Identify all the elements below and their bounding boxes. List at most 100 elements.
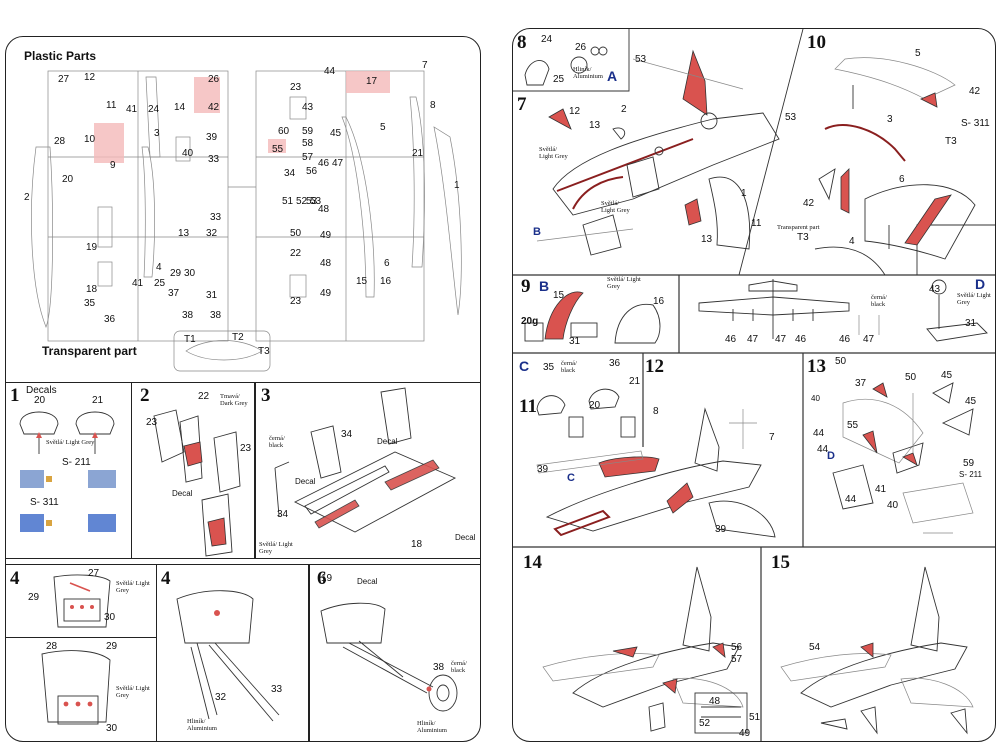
sprue-b-part-30: 15 bbox=[356, 276, 368, 287]
step-6-number: 6 bbox=[317, 568, 327, 589]
decals-label: Decals bbox=[26, 385, 57, 396]
part-39a: 39 bbox=[537, 464, 549, 475]
light-grey-label-3: Světlá/ Light Grey bbox=[259, 541, 293, 555]
part-29b: 29 bbox=[106, 641, 118, 652]
step-2-number: 2 bbox=[140, 385, 150, 406]
part-6: 6 bbox=[899, 174, 905, 185]
part-20: 20 bbox=[34, 395, 46, 406]
part-48: 48 bbox=[709, 696, 721, 707]
part-29: 29 bbox=[28, 592, 40, 603]
sprue-b-part-26: 1 bbox=[454, 180, 460, 191]
assembly-sheet: 8 24 26 25 Hliník/ Aluminium A 7 bbox=[512, 28, 996, 742]
sprue-a-part-4: 42 bbox=[208, 102, 220, 113]
part-46c: 46 bbox=[839, 334, 851, 345]
step-9-number: 9 bbox=[521, 276, 531, 297]
step-14-drawing bbox=[542, 566, 748, 734]
step-4b-drawing bbox=[41, 650, 111, 725]
sprue-a-part-10: 10 bbox=[84, 134, 96, 145]
step-10-number: 10 bbox=[807, 32, 826, 53]
part-42a: 42 bbox=[969, 86, 981, 97]
plastic-parts-title: Plastic Parts bbox=[24, 49, 97, 63]
t3-label-a: T3 bbox=[945, 136, 957, 147]
part-55: 55 bbox=[847, 420, 859, 431]
part-41: 41 bbox=[875, 484, 887, 495]
sprue-b-part-28: 6 bbox=[384, 258, 390, 269]
step-4c-panel: 4 32 33 Hliník/ Aluminium bbox=[156, 564, 310, 741]
sprue-b-part-23: 48 bbox=[318, 204, 330, 215]
sprue-b-part-33: 49 bbox=[320, 288, 332, 299]
s211-label-13: S- 211 bbox=[959, 470, 982, 479]
sprue-a-part-20: 13 bbox=[178, 228, 190, 239]
part-18: 18 bbox=[411, 539, 423, 550]
sprue-a-part-5: 11 bbox=[106, 100, 117, 111]
part-44c: 44 bbox=[845, 494, 857, 505]
part-7-12: 7 bbox=[769, 432, 775, 443]
callout-b-9: B bbox=[539, 278, 550, 294]
callout-c-12: C bbox=[567, 472, 575, 484]
part-16: 16 bbox=[653, 296, 665, 307]
aluminium-label-4c: Hliník/ Aluminium bbox=[187, 718, 217, 732]
part-36: 36 bbox=[609, 358, 621, 369]
part-8-12: 8 bbox=[653, 406, 659, 417]
part-32: 32 bbox=[215, 692, 227, 703]
aluminium-label-8: Hliník/ Aluminium bbox=[573, 66, 603, 80]
black-label-6: černá/ black bbox=[451, 660, 467, 674]
callout-d: D bbox=[975, 276, 986, 292]
black-label-11: černá/ black bbox=[561, 360, 577, 374]
sprue-a-part-21: 32 bbox=[206, 228, 218, 239]
step-15-drawing bbox=[780, 566, 974, 735]
sprue-b-part-4: 23 bbox=[290, 82, 302, 93]
part-19: 19 bbox=[321, 573, 333, 584]
part-34a: 34 bbox=[341, 429, 353, 440]
step-2-panel: 2 22 Tmavá/ Dark Grey 23 23 Decal bbox=[131, 382, 256, 559]
part-26: 26 bbox=[575, 42, 587, 53]
step-9-drawing bbox=[524, 291, 661, 344]
part-44a: 44 bbox=[813, 428, 825, 439]
part-50a: 50 bbox=[835, 356, 847, 367]
part-47b: 47 bbox=[775, 334, 787, 345]
part-38: 38 bbox=[433, 662, 445, 673]
decal-label-4: Decal bbox=[357, 577, 378, 586]
sprue-a-part-2: 12 bbox=[84, 72, 96, 83]
sprue-a-part-30: 35 bbox=[84, 298, 96, 309]
part-39b: 39 bbox=[715, 524, 727, 535]
sprue-b-part-14: 46 bbox=[318, 158, 330, 169]
part-23b: 23 bbox=[240, 443, 252, 454]
part-13b: 13 bbox=[701, 234, 713, 245]
sprue-b-part-15: 47 bbox=[332, 158, 344, 169]
s211-label: S- 211 bbox=[62, 457, 91, 468]
sprue-b-part-18: 21 bbox=[412, 148, 424, 159]
callout-b: B bbox=[533, 226, 541, 238]
sprue-drawing bbox=[31, 70, 462, 372]
step-13-drawing bbox=[832, 382, 974, 534]
part-20g: 20g bbox=[521, 316, 539, 327]
step-1-drawing bbox=[19, 411, 116, 532]
sprue-a-part-23: 29 bbox=[170, 268, 182, 279]
aluminium-label-6: Hliník/ Aluminium bbox=[417, 720, 447, 734]
step-3-drawing bbox=[274, 387, 457, 533]
plan-view-drawing bbox=[698, 279, 880, 339]
part-47a: 47 bbox=[747, 334, 759, 345]
decal-label-1: Decal bbox=[377, 437, 398, 446]
part-5: 5 bbox=[915, 48, 921, 59]
part-27: 27 bbox=[88, 568, 100, 579]
sprue-b-part-6: 8 bbox=[430, 100, 436, 111]
step-8-drawing bbox=[524, 46, 608, 86]
t3-label-b: T3 bbox=[797, 232, 809, 243]
sprue-a-part-18: 33 bbox=[210, 212, 222, 223]
part-23a: 23 bbox=[146, 417, 158, 428]
sprue-a-part-24: 30 bbox=[184, 268, 196, 279]
decal-label: Decal bbox=[172, 489, 193, 498]
sprue-a-part-1: 27 bbox=[58, 74, 70, 85]
transparent-part-t1: T1 bbox=[184, 334, 196, 345]
sprue-a-part-8: 14 bbox=[174, 102, 186, 113]
part-46b: 46 bbox=[795, 334, 807, 345]
part-11: 11 bbox=[751, 218, 762, 229]
callout-c: C bbox=[519, 358, 530, 374]
sprue-b-part-11: 45 bbox=[330, 128, 342, 139]
part-34b: 34 bbox=[277, 509, 289, 520]
sprue-b-part-1: 44 bbox=[324, 66, 336, 77]
transparent-part-t3: T3 bbox=[258, 346, 270, 357]
sprue-b-part-25: 49 bbox=[320, 230, 332, 241]
sprue-b-part-31: 16 bbox=[380, 276, 392, 287]
